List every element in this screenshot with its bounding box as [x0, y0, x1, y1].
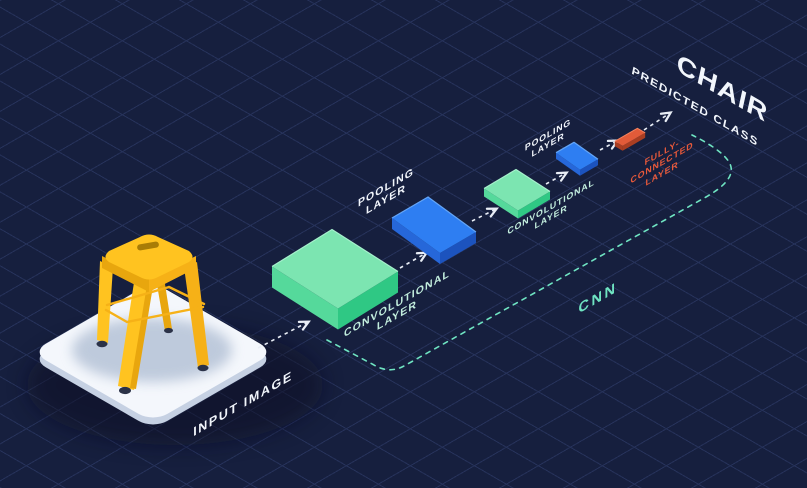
pooling-layer-2-box	[555, 141, 599, 176]
pool1-right-face	[440, 232, 476, 264]
stool-foot-left	[96, 340, 108, 348]
fc-top-rim	[614, 127, 646, 142]
pool2-top-rim	[555, 141, 599, 160]
conv1-top-face	[272, 229, 398, 309]
stool-leg-right	[184, 262, 209, 368]
pooling-layer-1-box	[391, 196, 477, 264]
conv-layer-1-box	[271, 228, 399, 330]
conv1-top-rim	[271, 228, 399, 273]
stool-foot-back	[164, 327, 173, 334]
stool-seat-skirt-left	[102, 256, 149, 292]
fc-left-face	[614, 141, 623, 151]
fc-right-face	[622, 132, 646, 151]
stool-contact-shadow	[72, 318, 232, 382]
fc-top-face	[614, 128, 646, 146]
stool-braces	[104, 285, 206, 324]
conv2-top-face	[484, 169, 550, 211]
conv1-right-face	[338, 271, 398, 330]
conv2-top-rim	[483, 168, 551, 193]
flow-arrow-pool2-to-fc	[599, 139, 620, 151]
pool2-right-face	[580, 159, 598, 176]
flow-arrow-input-to-conv1	[257, 320, 311, 349]
stool-seat-skirt-right	[149, 256, 196, 292]
flow-arrow-conv1-to-pool1	[399, 251, 429, 269]
stool	[96, 234, 209, 395]
conv2-right-face	[518, 191, 550, 219]
stool-foot-right	[197, 364, 209, 372]
fully-connected-box	[614, 127, 646, 151]
stool-seat-top	[105, 234, 193, 280]
pool2-top-face	[556, 142, 598, 170]
flow-arrow-pool1-to-conv2	[471, 207, 499, 222]
cnn-bracket	[326, 134, 733, 371]
pool1-top-face	[392, 197, 476, 253]
flow-arrow-fc-to-prediction	[643, 111, 673, 131]
flow-arrow-conv2-to-pool2	[545, 171, 569, 185]
stool-leg-front-shade	[130, 279, 154, 389]
conv-layer-2-box	[483, 168, 551, 219]
conv2-left-face	[484, 188, 518, 219]
input-image-node	[27, 234, 323, 445]
pool2-left-face	[556, 152, 580, 176]
stool-leg-left	[97, 261, 113, 343]
stool-handle-slot	[137, 241, 159, 251]
pool1-top-rim	[391, 196, 477, 233]
conv1-left-face	[272, 266, 338, 330]
pool1-left-face	[392, 218, 440, 264]
stool-foot-front	[119, 386, 131, 395]
